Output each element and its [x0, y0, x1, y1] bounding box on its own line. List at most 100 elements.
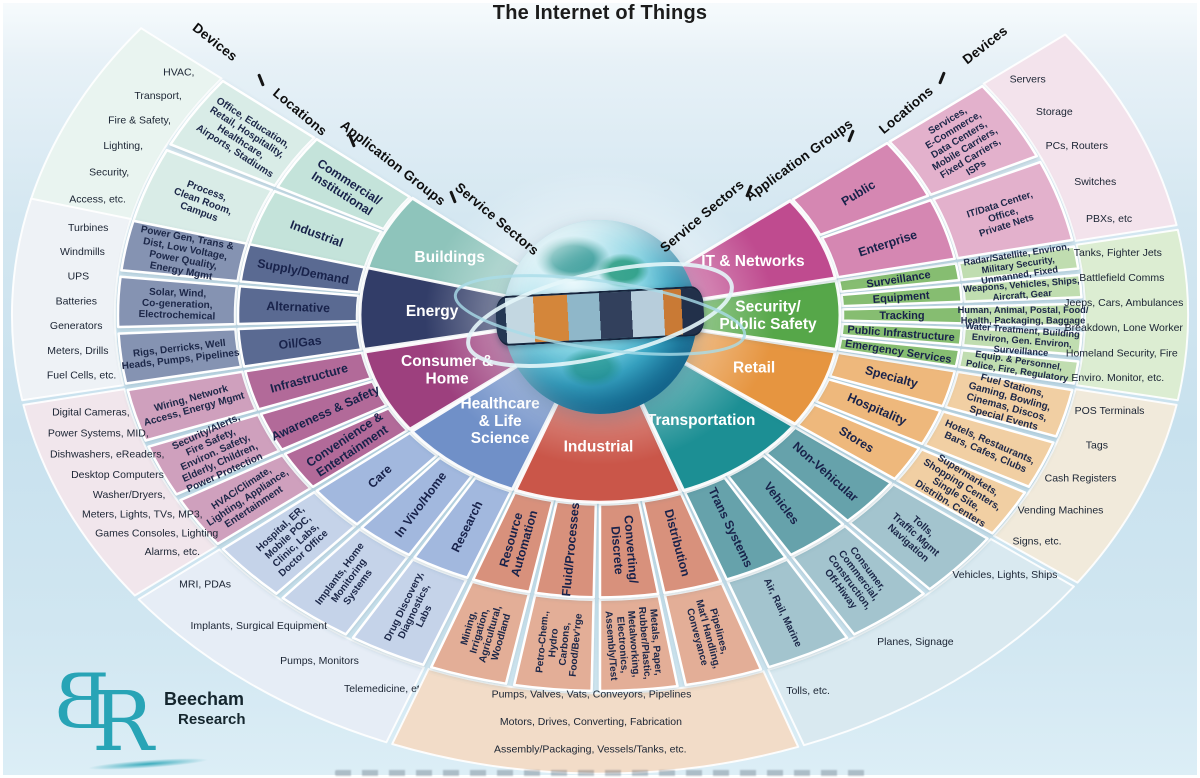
- device-item: Homeland Security, Fire: [1066, 347, 1178, 359]
- location-cell: [791, 524, 925, 636]
- device-item: Desktop Computers: [71, 469, 164, 481]
- location-cell: [923, 410, 1055, 488]
- group-cell: [796, 403, 921, 481]
- device-item: Vending Machines: [1018, 505, 1104, 517]
- device-item: Meters, Drills: [47, 345, 108, 357]
- device-item: Alarms, etc.: [145, 546, 200, 558]
- devices-band-energy: [11, 197, 132, 402]
- location-cell: [512, 593, 595, 693]
- page-title: The Internet of Things: [492, 2, 708, 24]
- device-item: PBXs, etc: [1086, 213, 1132, 225]
- device-item: Planes, Signage: [877, 636, 954, 648]
- beecham-monogram: B R: [54, 657, 209, 773]
- location-cell: [429, 580, 531, 685]
- beecham-logo-text: Beecham Research: [164, 688, 246, 729]
- group-cell: [244, 351, 373, 411]
- device-item: Tolls, etc.: [786, 685, 830, 697]
- device-item: Generators: [50, 320, 103, 332]
- group-cell: [534, 500, 598, 599]
- group-cell: [841, 305, 964, 325]
- device-item: Vehicles, Lights, Ships: [952, 569, 1057, 581]
- device-item: Power Systems, MID,: [48, 428, 149, 440]
- location-cell: [598, 594, 679, 693]
- location-cell: [726, 558, 849, 669]
- device-item: Cash Registers: [1045, 473, 1117, 485]
- group-cell: [248, 189, 383, 269]
- group-cell: [641, 492, 723, 595]
- device-item: PCs, Routers: [1046, 140, 1108, 152]
- device-item: Battlefield Comms: [1079, 272, 1164, 284]
- device-item: Enviro. Monitor, etc.: [1071, 372, 1164, 384]
- group-cell: [814, 378, 942, 446]
- device-item: Games Consoles, Lighting: [95, 528, 218, 540]
- group-cell: [820, 198, 956, 279]
- location-cell: [281, 528, 409, 636]
- group-cell: [837, 337, 961, 368]
- device-item: Meters, Lights, TVs, MP3,: [82, 509, 203, 521]
- location-cell: [961, 273, 1083, 303]
- logo-name: Beecham: [164, 689, 245, 709]
- location-cell: [944, 370, 1074, 438]
- device-item: Batteries: [56, 295, 97, 307]
- location-cell: [147, 413, 281, 496]
- location-cell: [663, 582, 763, 687]
- device-item: Lighting,: [103, 140, 143, 152]
- location-cell: [895, 448, 1027, 535]
- device-item: HVAC,: [163, 67, 194, 79]
- location-label: Security/Alerts,Fire Safety,Environ. Saf…: [167, 410, 265, 495]
- group-cell: [840, 322, 963, 347]
- location-cell: [169, 79, 316, 187]
- device-item: Telemedicine, etc.: [344, 683, 428, 695]
- group-cell: [239, 243, 366, 294]
- devices-band-transportation: [767, 538, 1075, 747]
- location-cell: [126, 370, 258, 442]
- group-label: Tracking: [879, 310, 924, 322]
- device-item: Security,: [89, 167, 129, 179]
- device-item: Transport,: [134, 90, 181, 102]
- device-item: Turbines: [68, 222, 108, 234]
- group-cell: [360, 456, 474, 557]
- device-item: Pumps, Monitors: [280, 655, 359, 667]
- sector-buildings: BuildingsCommercial/InstitutionalIndustr…: [29, 27, 527, 298]
- devices-band-retail: [992, 388, 1178, 584]
- group-cell: [259, 380, 388, 451]
- group-label: Equipment: [872, 290, 930, 306]
- group-cell: [315, 431, 439, 526]
- location-cell: [132, 148, 274, 245]
- location-cell: [888, 84, 1039, 196]
- location-cell: [120, 219, 248, 283]
- group-cell: [840, 283, 963, 308]
- device-item: Assembly/Packaging, Vessels/Tanks, etc.: [494, 743, 687, 755]
- group-cell: [726, 454, 845, 557]
- globe-orbit-rings: [453, 262, 747, 368]
- device-item: Digital Cameras,: [52, 407, 130, 419]
- group-cell: [598, 500, 660, 599]
- device-item: MRI, PDAs: [179, 578, 231, 590]
- group-label: Oil/Gas: [278, 333, 323, 352]
- group-cell: [683, 476, 787, 581]
- group-cell: [471, 491, 554, 594]
- location-cell: [957, 245, 1080, 282]
- device-item: Windmills: [60, 246, 105, 258]
- device-item: Signs, etc.: [1012, 535, 1061, 547]
- device-item: Jeeps, Cars, Ambulances: [1064, 297, 1183, 309]
- location-cell: [932, 160, 1074, 260]
- group-cell: [236, 285, 360, 326]
- device-item: Switches: [1074, 176, 1116, 188]
- logo-subname: Research: [178, 710, 246, 728]
- beecham-logo: B R Beecham Research: [46, 657, 296, 773]
- device-item: Servers: [1010, 74, 1046, 86]
- device-item: Tanks, Fighter Jets: [1074, 247, 1162, 259]
- device-item: Pumps, Valves, Vats, Conveyors, Pipeline…: [492, 689, 692, 701]
- location-label: Human, Animal, Postal, Food/Health, Pack…: [958, 305, 1089, 326]
- devices-band-consumer_home: [22, 388, 218, 597]
- location-label: Solar, Wind,Co-generation,Electrochemica…: [138, 286, 216, 322]
- group-cell: [276, 137, 412, 231]
- location-cell: [117, 327, 243, 385]
- location-cell: [957, 348, 1080, 385]
- location-cell: [848, 483, 989, 591]
- location-cell: [963, 302, 1084, 328]
- device-item: Storage: [1036, 106, 1073, 118]
- group-cell: [791, 141, 930, 237]
